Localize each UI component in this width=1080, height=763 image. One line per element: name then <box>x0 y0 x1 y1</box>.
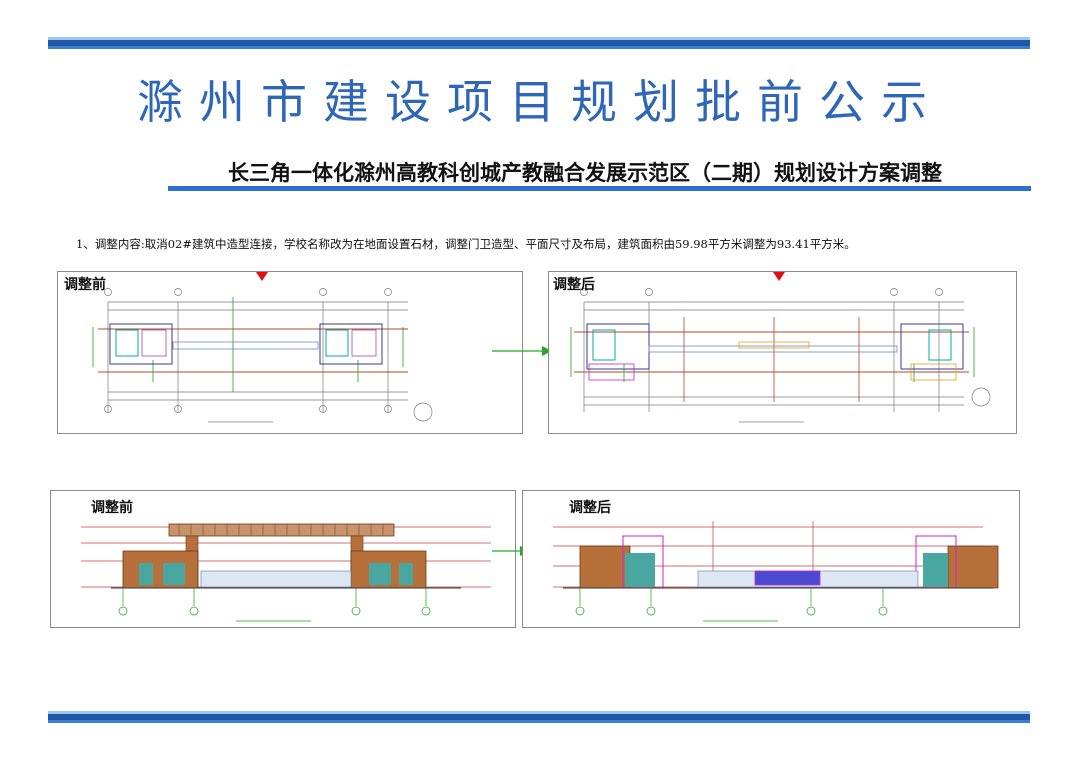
page-subtitle: 长三角一体化滁州高教科创城产教融合发展示范区（二期）规划设计方案调整 <box>228 161 942 185</box>
elevation-before-panel: 调整前 <box>50 490 516 628</box>
top-banner-light <box>48 37 1030 40</box>
arrow-right-icon <box>492 346 552 356</box>
plan-before-label: 调整前 <box>64 277 106 293</box>
plan-before-drawing <box>92 272 433 423</box>
plan-after-drawing <box>570 272 991 423</box>
plan-after-label: 调整后 <box>553 277 595 293</box>
bottom-banner-dark <box>48 714 1030 720</box>
subtitle-underline <box>168 186 1031 191</box>
elevation-before-drawing <box>81 523 491 622</box>
north-marker-icon <box>773 272 785 281</box>
plan-after-panel: 调整后 <box>548 271 1017 434</box>
elevation-before-label: 调整前 <box>91 500 133 516</box>
elevation-after-drawing <box>553 521 999 622</box>
north-marker-icon <box>256 272 268 281</box>
page-title: 滁州市建设项目规划批前公示 <box>137 75 943 129</box>
adjustment-description: 1、调整内容:取消02#建筑中造型连接，学校名称改为在地面设置石材，调整门卫造型… <box>76 237 856 251</box>
top-banner-dark <box>48 40 1030 46</box>
plan-before-panel: 调整前 <box>57 271 523 434</box>
elevation-after-label: 调整后 <box>569 500 611 516</box>
top-banner-mid <box>48 46 1030 49</box>
elevation-after-panel: 调整后 <box>522 490 1020 628</box>
bottom-banner-mid <box>48 720 1030 723</box>
bottom-banner-light <box>48 711 1030 714</box>
